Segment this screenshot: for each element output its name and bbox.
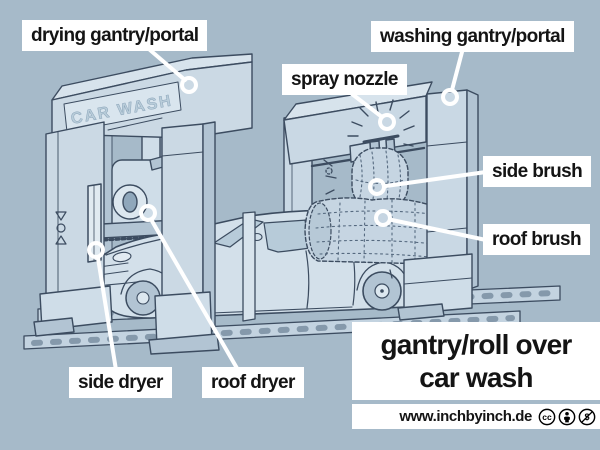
svg-text:cc: cc [542, 412, 552, 422]
roof-brush-illustration [304, 197, 441, 279]
nc-icon: $ [578, 408, 596, 425]
by-icon [558, 408, 576, 425]
washing-gantry-near-pillar [397, 89, 479, 321]
label-roof-brush: roof brush [483, 224, 590, 255]
label-side-brush: side brush [483, 156, 592, 187]
leader-lines [87, 48, 488, 372]
label-drying-gantry: drying gantry/portal [22, 20, 208, 51]
label-washing-gantry: washing gantry/portal [371, 21, 574, 52]
splash-marks [323, 159, 337, 195]
footer-bar: www.inchbyinch.de cc $ [352, 404, 600, 429]
diagram-title: gantry/roll over car wash [352, 322, 600, 400]
license-icons: cc $ [538, 408, 596, 426]
title-line-2: car wash [419, 362, 533, 393]
sensor-post [242, 211, 256, 322]
headlight [112, 251, 132, 263]
cc-icon: cc [538, 408, 556, 425]
title-line-1: gantry/roll over [380, 329, 572, 360]
website-url: www.inchbyinch.de [399, 408, 532, 425]
label-roof-dryer: roof dryer [202, 367, 304, 398]
label-spray-nozzle: spray nozzle [282, 64, 407, 95]
pillar-glyphs [55, 211, 67, 245]
label-side-dryer: side dryer [69, 367, 172, 398]
